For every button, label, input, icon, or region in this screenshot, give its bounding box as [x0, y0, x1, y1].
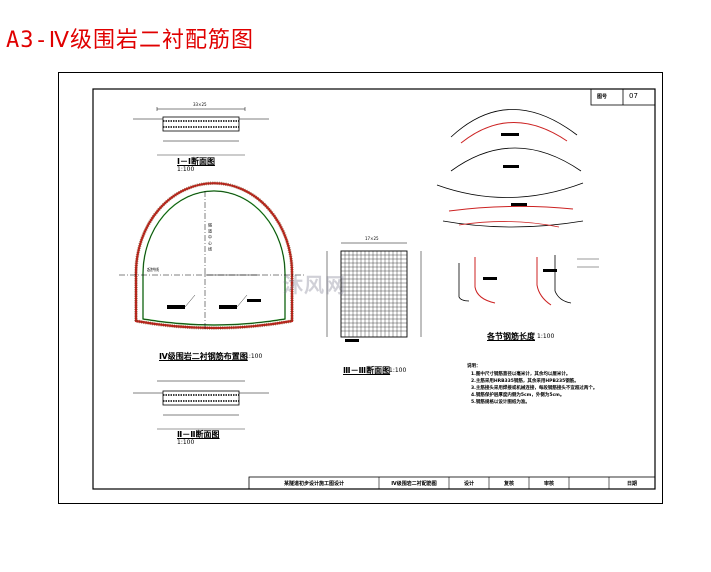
notes-line-2: 2.主筋采用HRB335钢筋，其余采用HPB235钢筋。	[471, 379, 579, 384]
section-2-title: Ⅱ－Ⅱ断面图	[177, 430, 220, 439]
sheet-label: 图号	[597, 94, 608, 100]
page-title: A3-Ⅳ级围岩二衬配筋图	[6, 28, 255, 53]
section-3-title: Ⅲ－Ⅲ断面图	[343, 366, 391, 375]
watermark: 沐风网	[283, 273, 346, 297]
rebar-details-graphic	[436, 109, 599, 306]
sheet-number: 07	[629, 92, 638, 100]
title-block-check: 审核	[543, 481, 554, 487]
section-2-scale: 1:100	[177, 439, 195, 446]
title-block-review: 复核	[503, 481, 514, 487]
section-1-title: Ⅰ－Ⅰ断面图	[177, 157, 215, 166]
title-block-project: 某隧道初步设计施工图设计	[283, 481, 344, 487]
section-1-scale: 1:100	[177, 166, 195, 173]
section-3-scale: 1:100	[389, 367, 407, 374]
notes-header: 说明：	[467, 364, 481, 369]
springline-label: 起拱线	[147, 267, 159, 272]
main-layout-title: Ⅳ级围岩二衬钢筋布置图	[159, 352, 248, 361]
section-2-graphic	[133, 380, 269, 430]
notes-line-3: 3.主筋接头采用焊接或机械连接，每段钢筋接头不宜超过两个。	[471, 386, 598, 391]
section-1-width-dim: 33×25	[193, 102, 207, 107]
notes-line-4: 4.钢筋保护层厚度内侧为5cm，外侧为5cm。	[471, 393, 565, 398]
drawing-sheet: 图号 07 33×25 Ⅰ－Ⅰ断面图 1:100 隧道中心线 起拱线 Ⅳ级围岩二…	[58, 72, 663, 504]
tunnel-lining-graphic	[119, 181, 305, 331]
title-block-date: 日期	[626, 481, 637, 487]
drawing-graphics	[92, 88, 656, 490]
tunnel-axis-label: 隧道中心线	[208, 223, 213, 253]
main-layout-scale: 1:100	[245, 353, 263, 360]
notes-line-5: 5.钢筋规格以设计图纸为准。	[471, 400, 530, 405]
details-scale: 1:100	[537, 333, 555, 340]
section-3-graphic	[326, 242, 422, 342]
section-1-graphic	[133, 107, 269, 156]
title-block-drawing-name: Ⅳ级围岩二衬配筋图	[391, 481, 437, 487]
title-block-design: 设计	[463, 481, 474, 487]
details-title: 各节钢筋长度	[487, 332, 535, 341]
notes-line-1: 1.图中尺寸钢筋直径以毫米计，其余均以厘米计。	[471, 372, 571, 377]
section-3-width-dim: 17×25	[365, 236, 379, 241]
